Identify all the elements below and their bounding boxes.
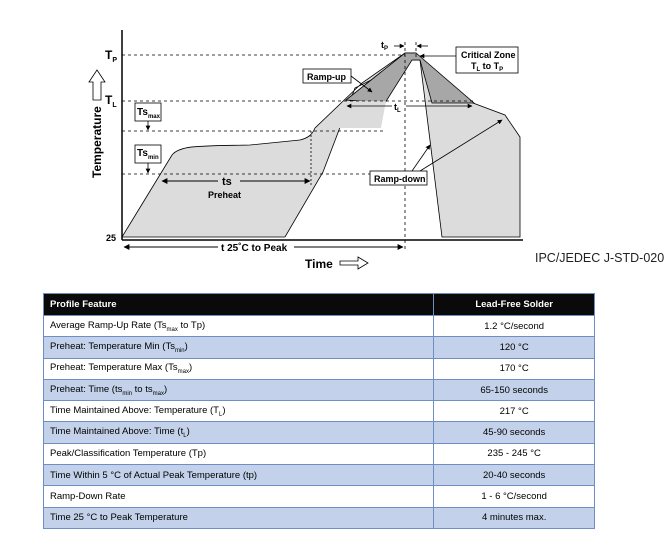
table-row: Average Ramp-Up Rate (Tsmax to Tp)1.2 °C… [42, 314, 595, 338]
table-row: Peak/Classification Temperature (Tp)235 … [42, 442, 595, 466]
row-feature: Ramp-Down Rate [42, 485, 435, 508]
table-row: Time Within 5 °C of Actual Peak Temperat… [42, 464, 595, 487]
ts-label: ts [222, 176, 232, 188]
t25-label: 25 [106, 233, 116, 243]
header-feature: Profile Feature [42, 293, 435, 316]
row-value: 65-150 seconds [433, 378, 595, 402]
row-value: 217 °C [433, 400, 595, 423]
reflow-profile-diagram: TP TL 25 Tsmax Tsmin Temperature ts Preh… [88, 30, 523, 271]
tsmax-label: Tsmax [137, 107, 161, 120]
ramp-down-arrow-2 [419, 119, 503, 172]
table-row: Time Maintained Above: Temperature (TL)2… [42, 400, 595, 423]
preheat-label: Preheat [208, 190, 241, 200]
critical-zone-fill-left [325, 101, 386, 128]
row-value: 235 - 245 °C [433, 442, 595, 466]
tl-time-label: tL [394, 102, 401, 114]
ramp-down-box [369, 170, 428, 186]
row-feature: Time Within 5 °C of Actual Peak Temperat… [42, 464, 435, 487]
row-feature: Average Ramp-Up Rate (Tsmax to Tp) [42, 314, 435, 338]
row-value: 1 - 6 °C/second [433, 485, 595, 508]
table-row: Preheat: Temperature Max (Tsmax)170 °C [42, 357, 595, 380]
row-feature: Time Maintained Above: Time (tL) [42, 421, 435, 444]
y-axis-title: Temperature [90, 106, 104, 178]
t25-to-peak-label: t 25˚C to Peak [221, 242, 288, 254]
row-feature: Time Maintained Above: Temperature (TL) [42, 400, 435, 423]
ramp-up-label: Ramp-up [307, 72, 346, 82]
row-value: 170 °C [433, 357, 595, 380]
row-value: 1.2 °C/second [433, 314, 595, 338]
profile-table: Profile Feature Lead-Free Solder Average… [42, 293, 595, 529]
profile-band [121, 52, 521, 238]
row-feature: Preheat: Temperature Min (Tsmin) [42, 336, 435, 359]
x-axis-title: Time [305, 257, 333, 271]
tp-label: TP [105, 48, 117, 64]
critical-zone-box [455, 46, 519, 74]
header-lead-free: Lead-Free Solder [433, 293, 595, 316]
standard-label: IPC/JEDEC J-STD-020 [535, 251, 665, 265]
ramp-up-arrow [350, 75, 373, 93]
row-value: 45-90 seconds [433, 421, 595, 444]
critical-zone-range: TL to TP [471, 61, 503, 73]
row-feature: Preheat: Temperature Max (Tsmax) [42, 357, 435, 380]
row-value: 20-40 seconds [433, 464, 595, 487]
tsmin-label: Tsmin [137, 148, 159, 161]
y-axis-arrow [88, 69, 106, 101]
table-row: Preheat: Time (tsmin to tsmax)65-150 sec… [42, 378, 595, 402]
x-axis-arrow [339, 256, 369, 270]
row-value: 4 minutes max. [433, 506, 595, 529]
row-feature: Peak/Classification Temperature (Tp) [42, 442, 435, 466]
row-feature: Time 25 °C to Peak Temperature [42, 506, 435, 529]
table-row: Preheat: Temperature Min (Tsmin)120 °C [42, 336, 595, 359]
ramp-down-arrow-1 [411, 144, 431, 172]
critical-zone-title: Critical Zone [461, 50, 516, 60]
table-header-row: Profile Feature Lead-Free Solder [42, 293, 595, 316]
row-value: 120 °C [433, 336, 595, 359]
critical-zone-fill [344, 52, 476, 104]
tl-label: TL [105, 93, 117, 109]
tp-time-label: tP [381, 40, 388, 52]
table-row: Time Maintained Above: Time (tL)45-90 se… [42, 421, 595, 444]
ramp-down-label: Ramp-down [374, 174, 426, 184]
row-feature: Preheat: Time (tsmin to tsmax) [42, 378, 435, 402]
